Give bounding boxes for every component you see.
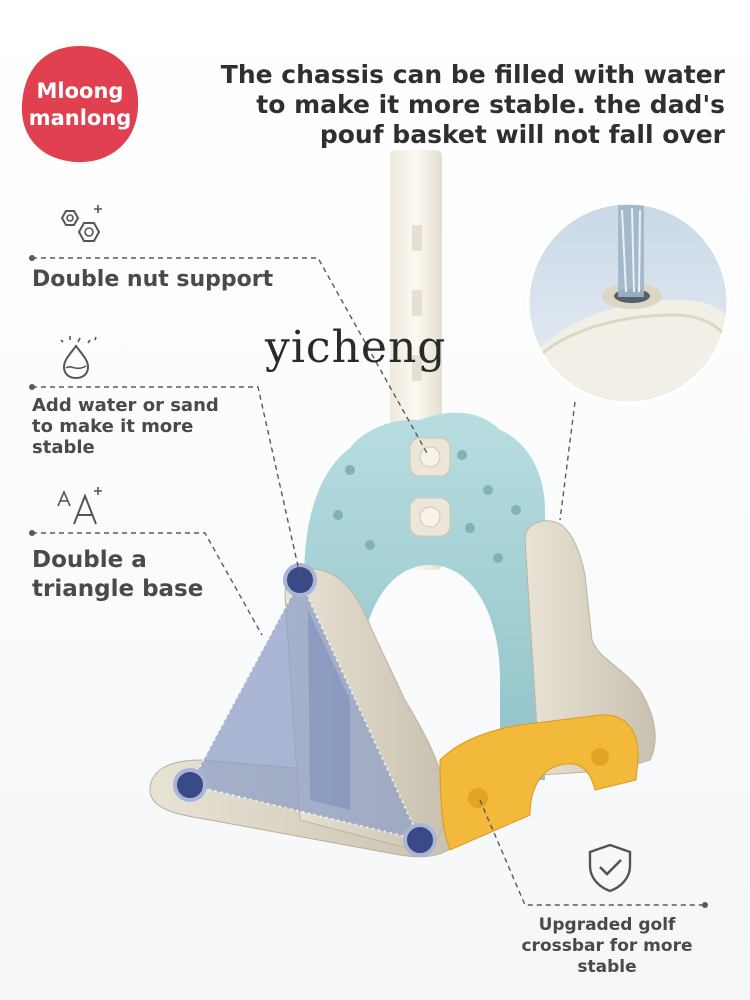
feature-triangle-line-1: Double a <box>32 547 147 573</box>
brand-badge <box>21 46 139 163</box>
feature-crossbar-line-2: crossbar for more <box>521 936 693 956</box>
feature-double-nut-label: Double nut support <box>32 267 274 292</box>
feature-triangle-line-2: triangle base <box>32 576 204 602</box>
headline-line-3: pouf basket will not fall over <box>319 120 725 149</box>
triangle-joints <box>173 563 437 857</box>
headline: The chassis can be filled with water to … <box>205 60 725 150</box>
headline-line-1: The chassis can be filled with water <box>220 60 725 89</box>
feature-crossbar-label: Upgraded golf crossbar for more stable <box>512 915 702 978</box>
left-frame <box>188 568 447 851</box>
watermark: yicheng <box>265 322 447 373</box>
feature-crossbar-line-1: Upgraded golf <box>538 915 676 935</box>
water-fill-zoom <box>526 201 730 405</box>
triangle-font-icon <box>57 487 102 525</box>
brand-line-1: Mloong <box>36 79 124 103</box>
feature-water-sand-line-3: stable <box>32 437 95 458</box>
nuts-icon <box>60 205 102 242</box>
brand-line-2: manlong <box>28 106 132 130</box>
brand-name: Mloong manlong <box>18 78 142 132</box>
right-frame <box>524 520 656 776</box>
headline-line-2: to make it more stable. the dad's <box>256 90 725 119</box>
feature-crossbar-line-3: stable <box>577 957 637 977</box>
feature-water-sand-label: Add water or sand to make it more stable <box>32 395 252 458</box>
shield-check-icon <box>588 843 632 893</box>
double-nuts <box>409 437 451 537</box>
leader-lines <box>32 257 705 906</box>
leader-dots <box>29 255 708 908</box>
feature-water-sand-line-1: Add water or sand <box>32 395 219 416</box>
feature-water-sand-line-2: to make it more <box>32 416 194 437</box>
backboard <box>304 412 545 780</box>
water-drop-icon <box>60 336 97 380</box>
yellow-crossbar <box>439 714 639 851</box>
feature-triangle-label: Double a triangle base <box>32 546 242 604</box>
